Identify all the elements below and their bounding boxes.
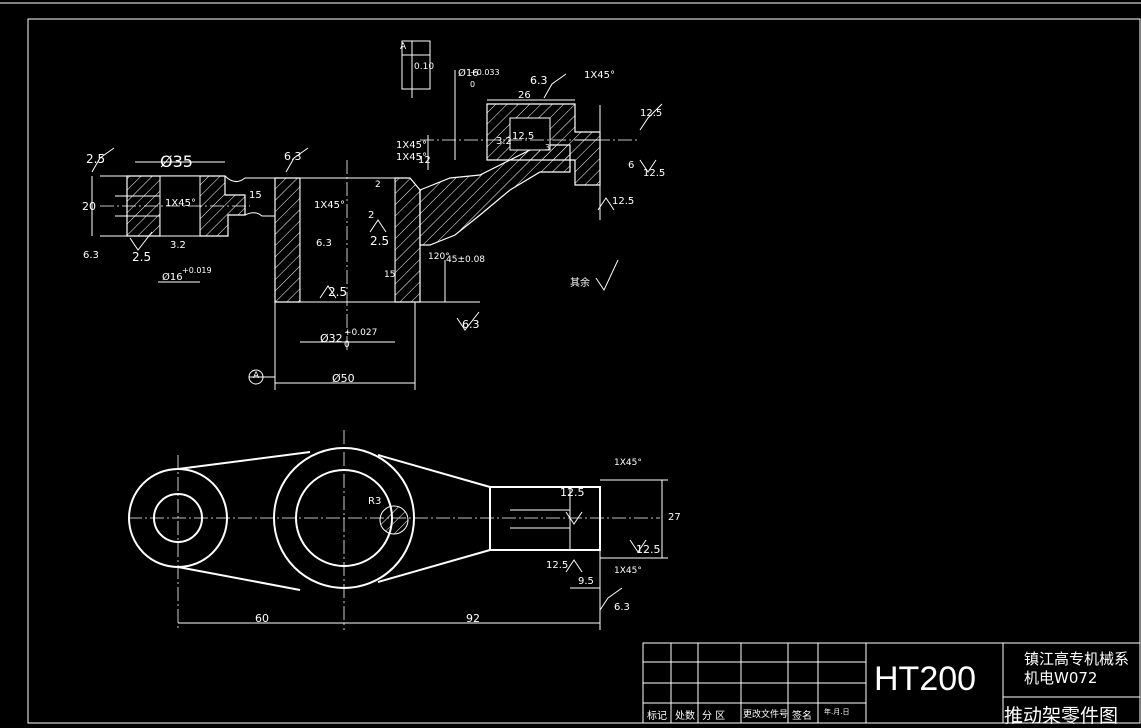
material-label: HT200 (874, 660, 977, 698)
center-chamfer-side: 1X45° (314, 200, 345, 211)
small-dim2: 15 (384, 270, 396, 280)
center-ra-25a: 2.5 (370, 234, 390, 248)
school-line1: 镇江高专机械系 (1024, 650, 1130, 668)
arm-hatch (419, 144, 571, 246)
center-ra-inner: 6.3 (316, 238, 332, 249)
roughness-symbols (91, 73, 663, 611)
left-ra-side: 6.3 (83, 250, 99, 261)
plan-ra3: 12.5 (546, 560, 569, 571)
right-ra1: 12.5 (640, 108, 663, 119)
tb-header-change: 更改文件号 (743, 710, 789, 720)
arm-ra3: 12.5 (512, 131, 535, 142)
left-chamfer: 1X45° (165, 198, 196, 209)
bottom-dia: Ø50 (332, 372, 355, 385)
center-bore-tol: +0.027 (344, 328, 378, 338)
arm-width: 26 (518, 90, 531, 101)
arm-chamfer: 1X45° (396, 152, 427, 163)
arm-ra1: 6.3 (530, 74, 548, 87)
angle: 120° (428, 252, 450, 262)
tolerance-datum: A (400, 42, 407, 52)
arm-slot: 3 (545, 143, 551, 152)
drawing-title: 推动架零件图 (1004, 705, 1119, 727)
title-block-grid (642, 642, 1141, 724)
tb-header-count: 处数 (675, 711, 695, 722)
dim-60: 60 (255, 612, 269, 625)
plan-ra1: 12.5 (560, 486, 585, 499)
center-bore (299, 177, 396, 303)
dim-92: 92 (466, 612, 480, 625)
arm-ra2: 3.2 (496, 136, 512, 147)
tolerance-value: 0.10 (414, 62, 435, 72)
tb-header-date: 年.月.日 (824, 708, 850, 716)
arm-height: 12 (418, 155, 431, 166)
arm-bore-tol: +0.033 (470, 68, 500, 77)
bottom-ra: 6.3 (462, 318, 480, 331)
center-chamfer-top: 1X45° (396, 140, 427, 151)
school-name: 镇江高专机械系 机电W072 (1024, 650, 1129, 688)
left-ra-in: 3.2 (170, 240, 186, 251)
plan-ra2: 12.5 (636, 543, 661, 556)
left-height: 20 (82, 200, 96, 213)
dim-95: 9.5 (578, 576, 594, 587)
plan-ra4: 6.3 (614, 602, 630, 613)
tolerance-frame (401, 40, 431, 90)
dim-27: 27 (668, 512, 681, 523)
left-dia: Ø35 (160, 152, 193, 171)
right-dim: 6 (628, 160, 635, 171)
dim-2: 2 (368, 210, 375, 221)
right-ra2: 12.5 (643, 168, 666, 179)
datum-symbol: A (253, 371, 260, 381)
section-view (91, 52, 640, 390)
height-label: 45±0.08 (446, 255, 486, 265)
school-line2: 机电W072 (1024, 669, 1098, 687)
left-ra-bot: 2.5 (132, 250, 152, 264)
left-ra-top: 2.5 (86, 152, 106, 166)
plan-chamfer1: 1X45° (614, 458, 642, 468)
tb-header-mark: 标记 (647, 711, 667, 722)
neck-dim: 15 (249, 190, 262, 201)
center-ra-25b: 2.5 (328, 285, 348, 299)
center-bore: Ø32 (320, 332, 343, 345)
drawing-border (27, 18, 1141, 724)
radius-r3: R3 (368, 496, 382, 507)
right-ra3: 12.5 (612, 196, 635, 207)
tb-header-zone: 分 区 (702, 711, 726, 722)
other-roughness: 其余 (570, 278, 590, 289)
tb-header-sign: 签名 (792, 711, 812, 722)
small-dim1: 2 (375, 180, 381, 190)
center-boss-hatch (274, 177, 301, 303)
center-boss-hatch-right (394, 177, 421, 303)
arm-bore-tol0: 0 (470, 80, 476, 89)
left-bore: Ø16 (162, 272, 183, 283)
arm-bore: Ø16 (458, 68, 479, 79)
plan-view (128, 430, 668, 630)
plan-chamfer2: 1X45° (614, 566, 642, 576)
center-bore-tol0: 0 (344, 340, 350, 350)
left-bore-tol: +0.019 (182, 266, 212, 275)
right-chamfer: 1X45° (584, 70, 615, 81)
center-ra: 6.3 (284, 150, 302, 163)
